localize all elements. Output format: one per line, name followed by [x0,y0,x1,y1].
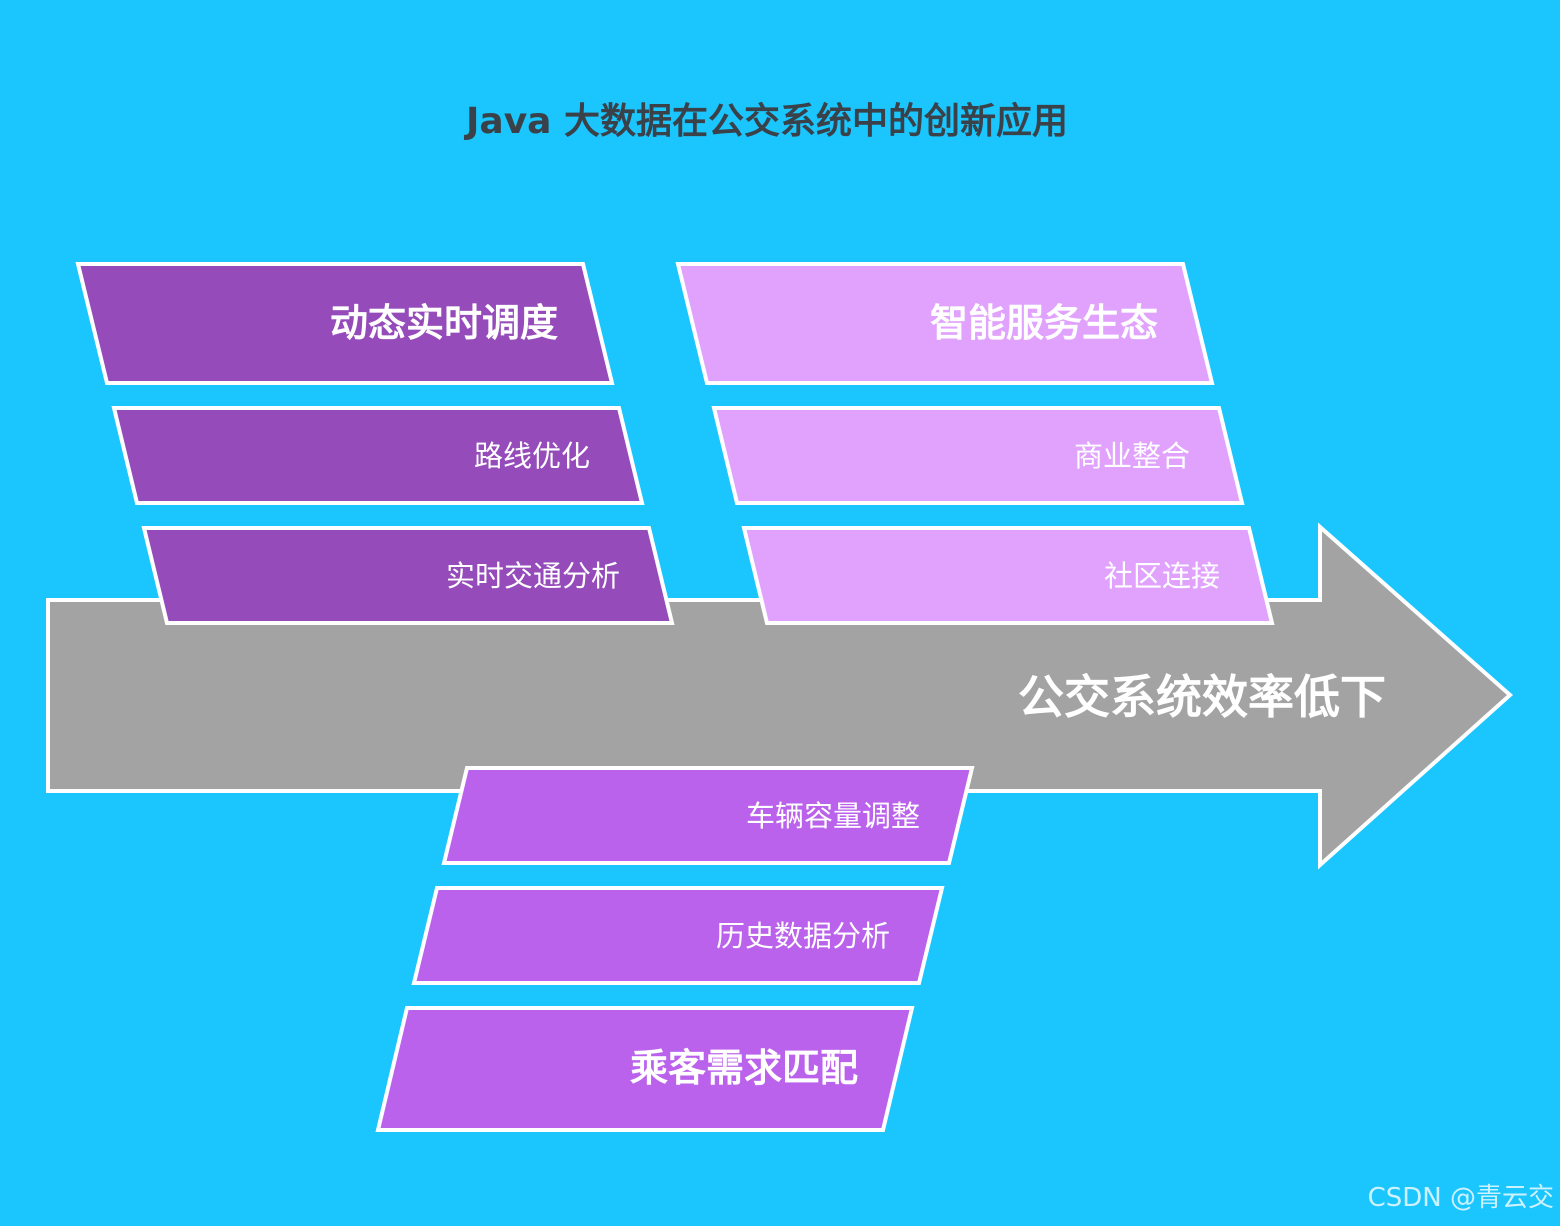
group-service-item-box [741,526,1275,625]
group-dynamic-item: 实时交通分析 [446,559,620,593]
group-service-item: 商业整合 [1074,439,1190,473]
group-passenger-header: 乘客需求匹配 [630,1046,858,1090]
problem-label: 公交系统效率低下 [1018,670,1386,724]
group-passenger-item-box [411,886,945,985]
watermark: CSDN @青云交 [1367,1183,1554,1213]
group-passenger-item-box [441,766,975,865]
group-service-header: 智能服务生态 [930,301,1158,345]
group-dynamic-header: 动态实时调度 [330,301,558,345]
group-dynamic-header-box [75,262,615,385]
group-service-item: 社区连接 [1104,559,1220,593]
group-service-item-box [711,406,1245,505]
group-passenger-item: 车辆容量调整 [746,799,920,833]
group-smart-service: 智能服务生态 商业整合 社区连接 [675,262,1275,625]
group-dynamic-item-box [111,406,645,505]
group-passenger-item: 历史数据分析 [716,919,890,953]
group-passenger-header-box [375,1006,915,1132]
group-dynamic-item-box [141,526,675,625]
diagram-title: Java 大数据在公交系统中的创新应用 [463,100,1068,142]
group-service-header-box [675,262,1215,385]
group-dynamic-scheduling: 动态实时调度 路线优化 实时交通分析 [75,262,675,625]
group-passenger-demand: 车辆容量调整 历史数据分析 乘客需求匹配 [375,766,975,1132]
group-dynamic-item: 路线优化 [474,439,590,473]
